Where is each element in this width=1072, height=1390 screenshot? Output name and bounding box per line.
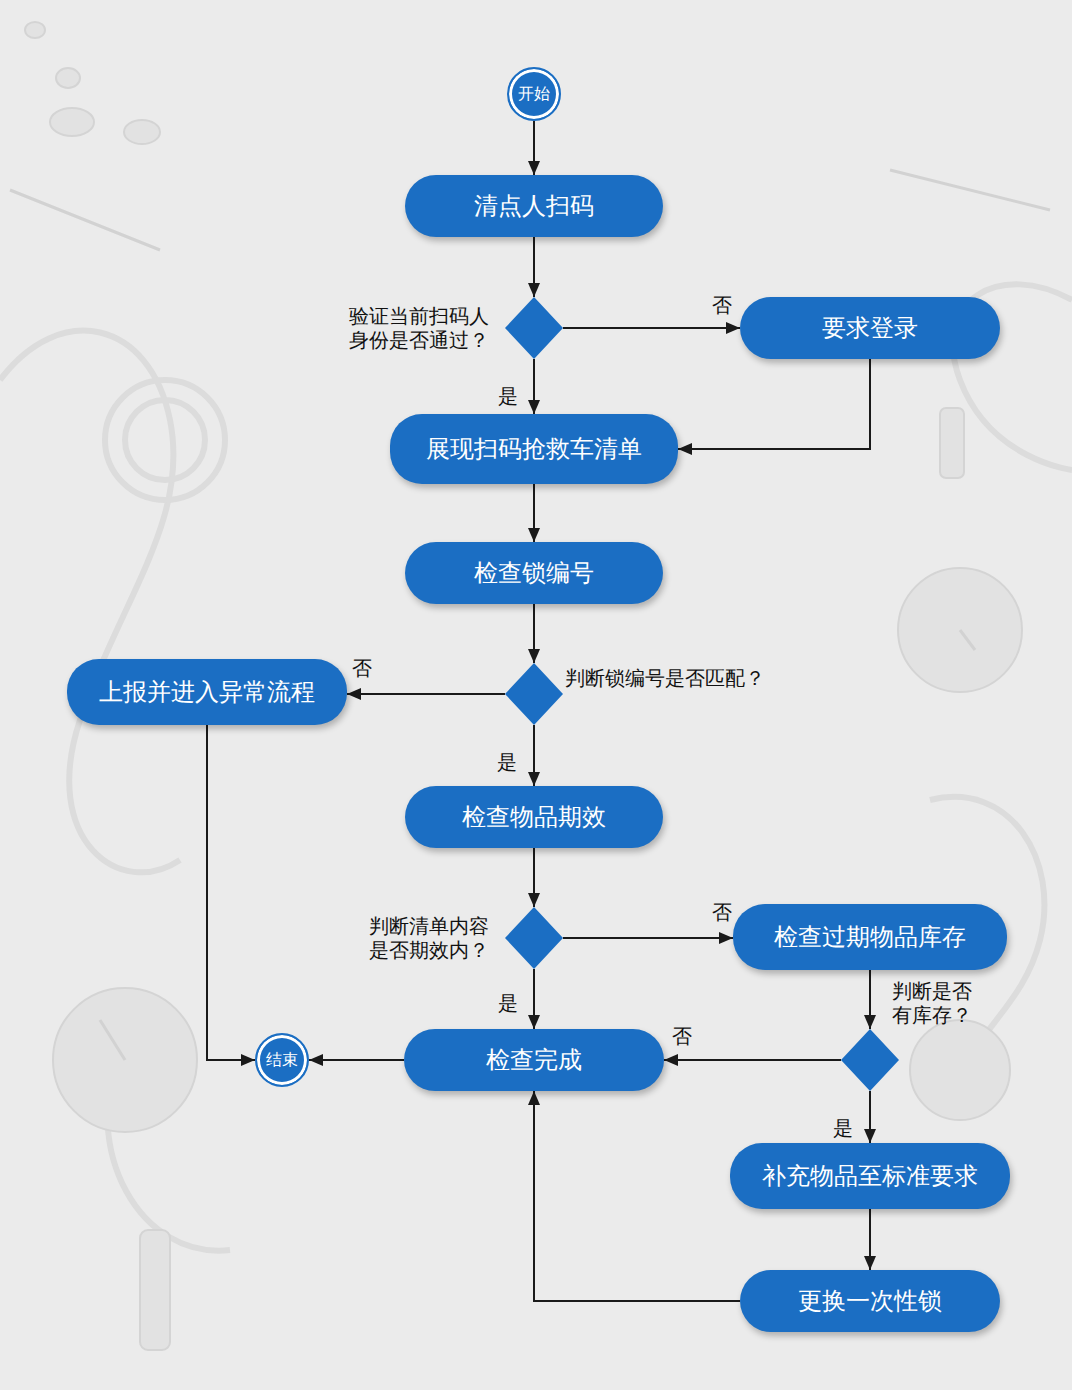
edge-label: 否 (352, 657, 372, 679)
process-box: 补充物品至标准要求 (730, 1143, 1010, 1209)
connector (869, 970, 871, 1029)
diamond-shape (841, 1029, 899, 1091)
node-text: 补充物品至标准要求 (762, 1162, 978, 1191)
connector (533, 604, 535, 663)
decision-diamond: 判断锁编号是否匹配？ (505, 663, 563, 725)
edge-label: 否 (672, 1025, 692, 1047)
node-text: 检查完成 (486, 1046, 582, 1075)
decision-diamond: 判断清单内容 是否期效内？ (505, 907, 563, 969)
connector (563, 937, 733, 939)
edge-label: 是 (498, 992, 518, 1014)
connector (664, 1059, 841, 1061)
process-box: 要求登录 (740, 297, 1000, 359)
node-text: 展现扫码抢救车清单 (426, 435, 642, 464)
node-text: 开始 (518, 84, 550, 105)
background-illustration (10, 170, 1050, 1060)
connector (347, 693, 505, 695)
process-box: 展现扫码抢救车清单 (390, 414, 678, 484)
process-box: 检查完成 (404, 1029, 664, 1091)
process-box: 更换一次性锁 (740, 1270, 1000, 1332)
decision-question: 判断是否 有库存？ (892, 979, 980, 1027)
background-illustration (25, 22, 1022, 1350)
node-text: 更换一次性锁 (798, 1287, 942, 1316)
node-text: 检查锁编号 (474, 559, 594, 588)
connector (533, 725, 535, 786)
connector (533, 484, 535, 542)
end-circle: 结束 (255, 1033, 309, 1087)
connector (563, 327, 740, 329)
node-text: 检查过期物品库存 (774, 923, 966, 952)
node-text: 上报并进入异常流程 (99, 678, 315, 707)
connector (869, 1209, 871, 1270)
connector (207, 725, 255, 1060)
edge-label: 是 (498, 385, 518, 407)
diamond-shape (505, 297, 563, 359)
decision-question: 验证当前扫码人 身份是否通过？ (349, 304, 497, 352)
process-box: 检查锁编号 (405, 542, 663, 604)
decision-diamond: 验证当前扫码人 身份是否通过？ (505, 297, 563, 359)
decision-question: 判断清单内容 是否期效内？ (369, 914, 497, 962)
process-box: 清点人扫码 (405, 175, 663, 237)
edge-label: 是 (833, 1117, 853, 1139)
connector (678, 359, 870, 449)
node-text: 结束 (266, 1050, 298, 1071)
edge-label: 否 (712, 901, 732, 923)
connector (533, 121, 535, 175)
connector (533, 969, 535, 1029)
node-text: 检查物品期效 (462, 803, 606, 832)
process-box: 检查物品期效 (405, 786, 663, 848)
node-text: 清点人扫码 (474, 192, 594, 221)
connector (534, 1091, 740, 1301)
diamond-shape (505, 297, 563, 359)
decision-diamond: 判断是否 有库存？ (841, 1029, 899, 1091)
connector (533, 359, 535, 414)
connector (533, 848, 535, 907)
process-box: 上报并进入异常流程 (67, 659, 347, 725)
diamond-shape (841, 1029, 899, 1091)
diamond-shape (505, 663, 563, 725)
diamond-shape (505, 907, 563, 969)
decision-question: 判断锁编号是否匹配？ (565, 666, 765, 690)
diamond-shape (505, 907, 563, 969)
background-illustration (0, 284, 1072, 1250)
start-circle: 开始 (507, 67, 561, 121)
connector (533, 237, 535, 297)
connector (869, 1091, 871, 1143)
diamond-shape (505, 663, 563, 725)
node-text: 要求登录 (822, 314, 918, 343)
connector (309, 1059, 404, 1061)
edge-label: 否 (712, 294, 732, 316)
process-box: 检查过期物品库存 (733, 904, 1007, 970)
edge-label: 是 (497, 751, 517, 773)
